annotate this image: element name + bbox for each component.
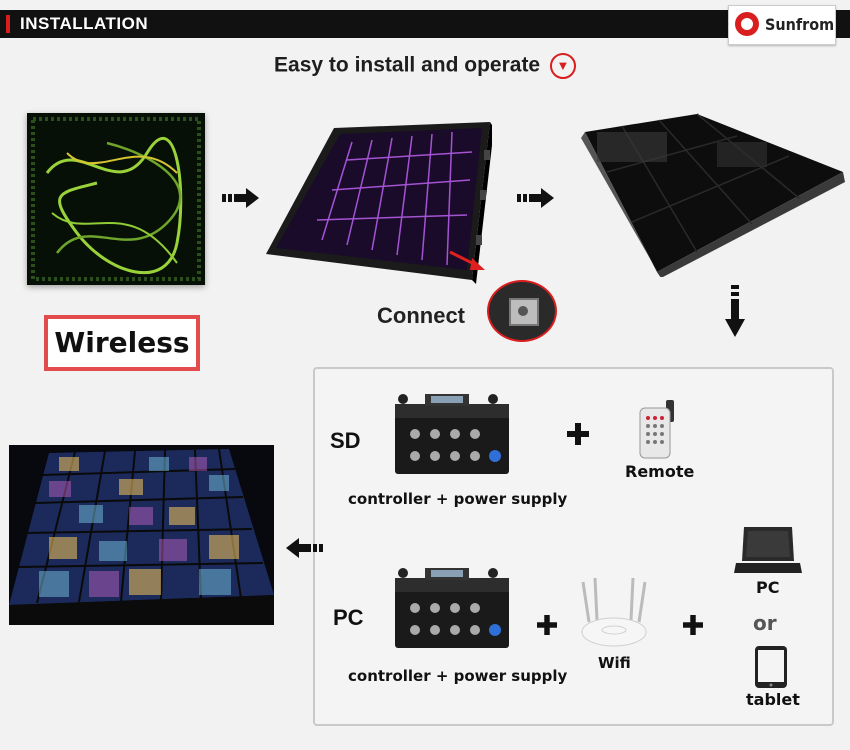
remote-label: Remote bbox=[625, 462, 695, 481]
led-panel-side-image bbox=[262, 120, 494, 285]
controller-power-supply-pc-image bbox=[395, 568, 509, 648]
pc-caption: controller + power supply bbox=[348, 667, 568, 685]
plus-icon bbox=[683, 615, 703, 635]
wifi-label: Wifi bbox=[598, 654, 631, 672]
connect-label: Connect bbox=[377, 303, 465, 328]
right-arrow-icon bbox=[222, 187, 260, 215]
left-arrow-icon bbox=[286, 538, 323, 558]
pc-option-label: PC bbox=[333, 605, 364, 630]
section-header-bar: INSTALLATION bbox=[0, 10, 850, 38]
controller-power-supply-sd-image bbox=[395, 394, 509, 474]
page-headline: Easy to install and operate ▼ bbox=[0, 53, 850, 79]
right-arrow-icon bbox=[517, 187, 555, 215]
led-panel-side-graphic bbox=[266, 122, 494, 284]
remote-icon bbox=[639, 400, 674, 459]
section-title: INSTALLATION bbox=[20, 14, 149, 33]
router-icon bbox=[581, 578, 647, 647]
chevron-down-icon: ▼ bbox=[549, 53, 576, 79]
tablet-label: tablet bbox=[746, 690, 800, 709]
led-panel-lit-image bbox=[27, 113, 205, 285]
tablet-icon bbox=[755, 646, 787, 688]
lit-dance-floor-image bbox=[9, 445, 274, 625]
headline-text: Easy to install and operate bbox=[274, 53, 541, 77]
pc-device-label: PC bbox=[756, 578, 780, 597]
assembled-floor-image bbox=[577, 112, 847, 278]
header-accent bbox=[6, 15, 10, 33]
sd-caption: controller + power supply bbox=[348, 490, 568, 508]
or-label: or bbox=[753, 611, 777, 635]
brand-name: Sunfrom bbox=[765, 15, 835, 34]
sd-option-label: SD bbox=[330, 428, 361, 453]
brand-mark-icon bbox=[735, 12, 759, 36]
plus-icon bbox=[567, 423, 589, 445]
laptop-icon bbox=[734, 527, 802, 573]
brand-logo: Sunfrom bbox=[728, 5, 836, 45]
led-panel-lit-graphic bbox=[27, 113, 205, 285]
lit-dance-floor-graphic bbox=[9, 445, 274, 625]
connector-port-icon bbox=[487, 280, 557, 342]
down-arrow-icon bbox=[725, 285, 745, 337]
plus-icon bbox=[537, 615, 557, 635]
wireless-label: Wireless bbox=[44, 315, 200, 371]
assembled-floor-graphic bbox=[581, 113, 845, 278]
red-pointer-arrow-icon bbox=[449, 250, 485, 270]
